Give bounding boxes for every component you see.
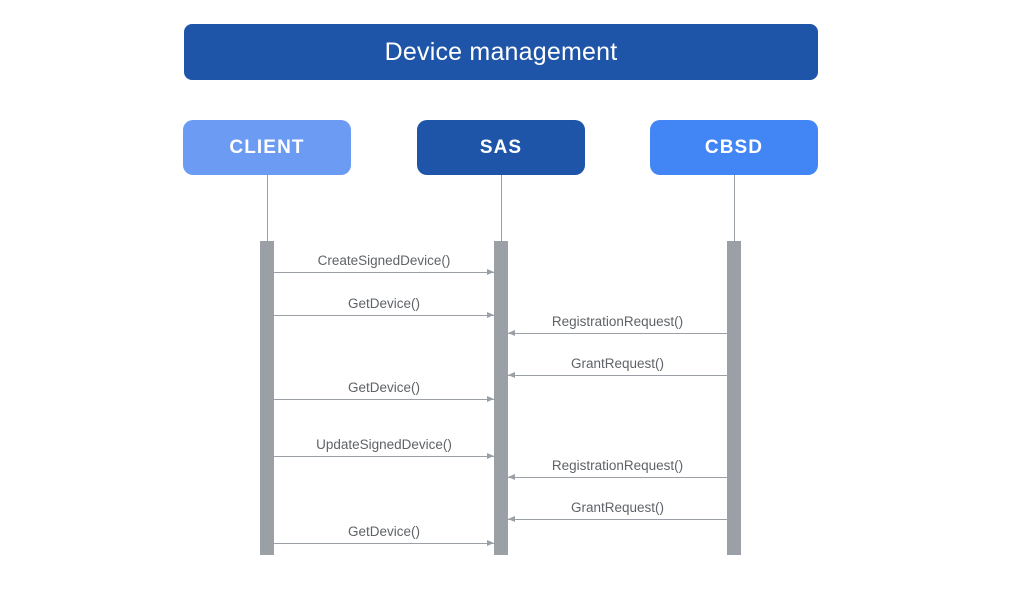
message-label: GetDevice() xyxy=(347,523,420,539)
actor-box-sas[interactable]: SAS xyxy=(417,120,585,175)
page-title: Device management xyxy=(384,37,618,66)
message-label: GetDevice() xyxy=(347,295,420,311)
arrow-head-icon xyxy=(487,453,494,459)
message-arrow: RegistrationRequest() xyxy=(508,458,727,480)
actor-box-client[interactable]: CLIENT xyxy=(183,120,351,175)
actor-label-client: CLIENT xyxy=(229,137,305,158)
message-label: GetDevice() xyxy=(347,379,420,395)
activation-bar-client xyxy=(260,241,274,555)
lifeline-client xyxy=(267,175,268,241)
message-arrow: GetDevice() xyxy=(274,380,494,402)
message-label: GrantRequest() xyxy=(570,355,665,371)
lifeline-sas xyxy=(501,175,502,241)
activation-bar-cbsd xyxy=(727,241,741,555)
message-arrow: GrantRequest() xyxy=(508,356,727,378)
message-label: RegistrationRequest() xyxy=(551,457,684,473)
message-arrow: GrantRequest() xyxy=(508,500,727,522)
message-label: UpdateSignedDevice() xyxy=(316,436,452,452)
arrow-head-icon xyxy=(487,540,494,546)
arrow-head-icon xyxy=(487,312,494,318)
message-label: CreateSignedDevice() xyxy=(317,252,451,268)
message-arrow: CreateSignedDevice() xyxy=(274,253,494,275)
activation-bar-sas xyxy=(494,241,508,555)
arrow-head-icon xyxy=(487,396,494,402)
message-label: GrantRequest() xyxy=(570,499,665,515)
arrow-head-icon xyxy=(508,372,515,378)
lifeline-cbsd xyxy=(734,175,735,241)
message-arrow: GetDevice() xyxy=(274,524,494,546)
message-arrow: GetDevice() xyxy=(274,296,494,318)
arrow-head-icon xyxy=(487,269,494,275)
arrow-head-icon xyxy=(508,330,515,336)
actor-label-sas: SAS xyxy=(479,137,523,158)
message-label: RegistrationRequest() xyxy=(551,313,684,329)
actor-box-cbsd[interactable]: CBSD xyxy=(650,120,818,175)
arrow-head-icon xyxy=(508,516,515,522)
diagram-title-banner: Device management xyxy=(184,24,818,80)
arrow-head-icon xyxy=(508,474,515,480)
message-arrow: UpdateSignedDevice() xyxy=(274,437,494,459)
message-arrow: RegistrationRequest() xyxy=(508,314,727,336)
actor-label-cbsd: CBSD xyxy=(704,137,764,158)
